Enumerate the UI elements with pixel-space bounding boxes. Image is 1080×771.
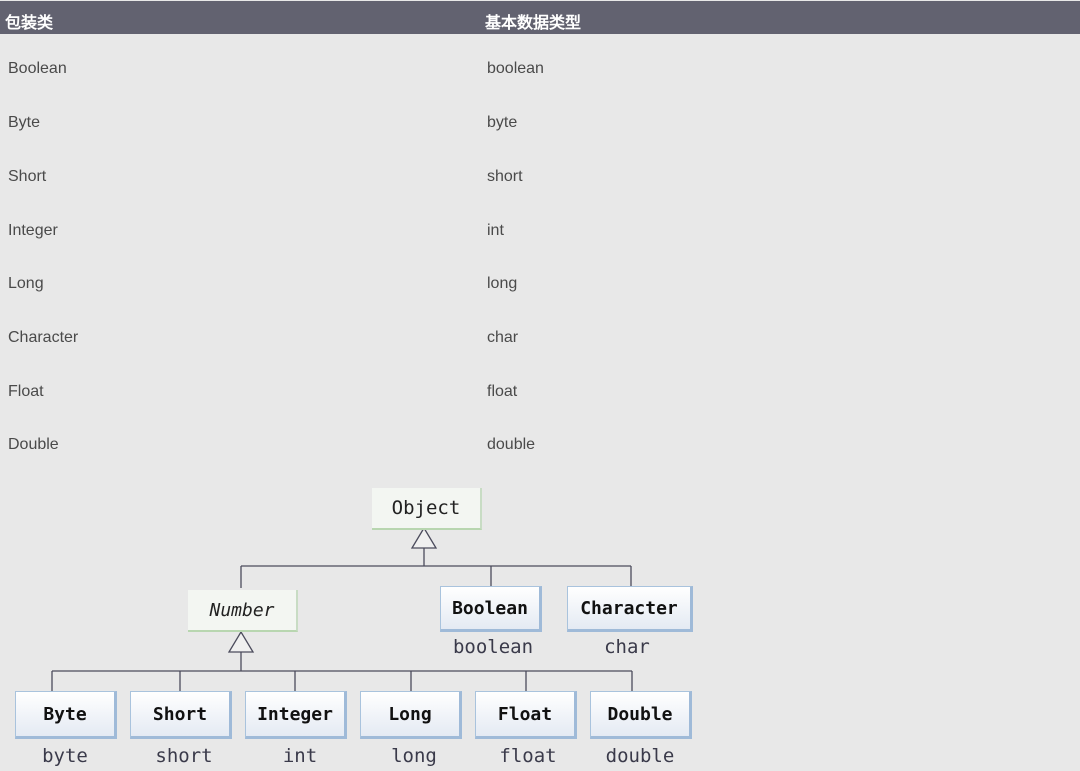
character-class-box: Character bbox=[567, 586, 693, 632]
character-primitive-label: char bbox=[604, 636, 650, 658]
wrapper-cell: Integer bbox=[8, 222, 58, 239]
byte-class-box: Byte bbox=[15, 691, 117, 739]
table-row: Short short bbox=[0, 150, 1080, 204]
wrapper-cell: Character bbox=[8, 329, 79, 346]
wrapper-cell: Short bbox=[8, 168, 47, 185]
integer-class-box: Integer bbox=[245, 691, 347, 739]
wrapper-cell: Long bbox=[8, 275, 44, 292]
wrapper-cell: Double bbox=[8, 436, 59, 453]
wrapper-cell: Float bbox=[8, 383, 44, 400]
primitive-cell: double bbox=[487, 436, 536, 453]
table-header: 包装类 基本数据类型 bbox=[0, 1, 1080, 34]
short-primitive-label: short bbox=[155, 745, 213, 767]
inheritance-arrow bbox=[410, 526, 438, 549]
boolean-primitive-label: boolean bbox=[452, 636, 534, 658]
number-class-box: Number bbox=[188, 590, 298, 632]
header-primitive-type: 基本数据类型 bbox=[485, 15, 582, 32]
short-class-box: Short bbox=[130, 691, 232, 739]
primitive-cell: boolean bbox=[487, 60, 544, 77]
table-row: Byte byte bbox=[0, 96, 1080, 150]
byte-primitive-label: byte bbox=[42, 745, 88, 767]
object-class-box: Object bbox=[372, 488, 482, 530]
wrapper-cell: Boolean bbox=[8, 60, 67, 77]
float-class-box: Float bbox=[475, 691, 577, 739]
table-row: Double double bbox=[0, 418, 1080, 472]
boolean-class-box: Boolean bbox=[440, 586, 542, 632]
inheritance-arrow bbox=[227, 630, 255, 653]
table-row: Long long bbox=[0, 257, 1080, 311]
table-row: Integer int bbox=[0, 204, 1080, 258]
primitive-cell: int bbox=[487, 222, 504, 239]
primitive-cell: char bbox=[487, 329, 519, 346]
primitive-cell: short bbox=[487, 168, 523, 185]
table-row: Character char bbox=[0, 311, 1080, 365]
wrapper-cell: Byte bbox=[8, 114, 41, 131]
primitive-cell: byte bbox=[487, 114, 518, 131]
double-primitive-label: double bbox=[605, 745, 675, 767]
class-hierarchy-diagram: Object Number Boolean boolean Character … bbox=[0, 470, 720, 771]
long-class-box: Long bbox=[360, 691, 462, 739]
long-primitive-label: long bbox=[391, 745, 437, 767]
table-row: Boolean boolean bbox=[0, 42, 1080, 96]
header-wrapper-class: 包装类 bbox=[5, 15, 54, 32]
table-row: Float float bbox=[0, 365, 1080, 419]
primitive-cell: float bbox=[487, 383, 518, 400]
double-class-box: Double bbox=[590, 691, 692, 739]
float-primitive-label: float bbox=[499, 745, 557, 767]
hierarchy-connectors bbox=[51, 526, 633, 691]
integer-primitive-label: int bbox=[282, 745, 318, 767]
primitive-cell: long bbox=[487, 275, 518, 292]
